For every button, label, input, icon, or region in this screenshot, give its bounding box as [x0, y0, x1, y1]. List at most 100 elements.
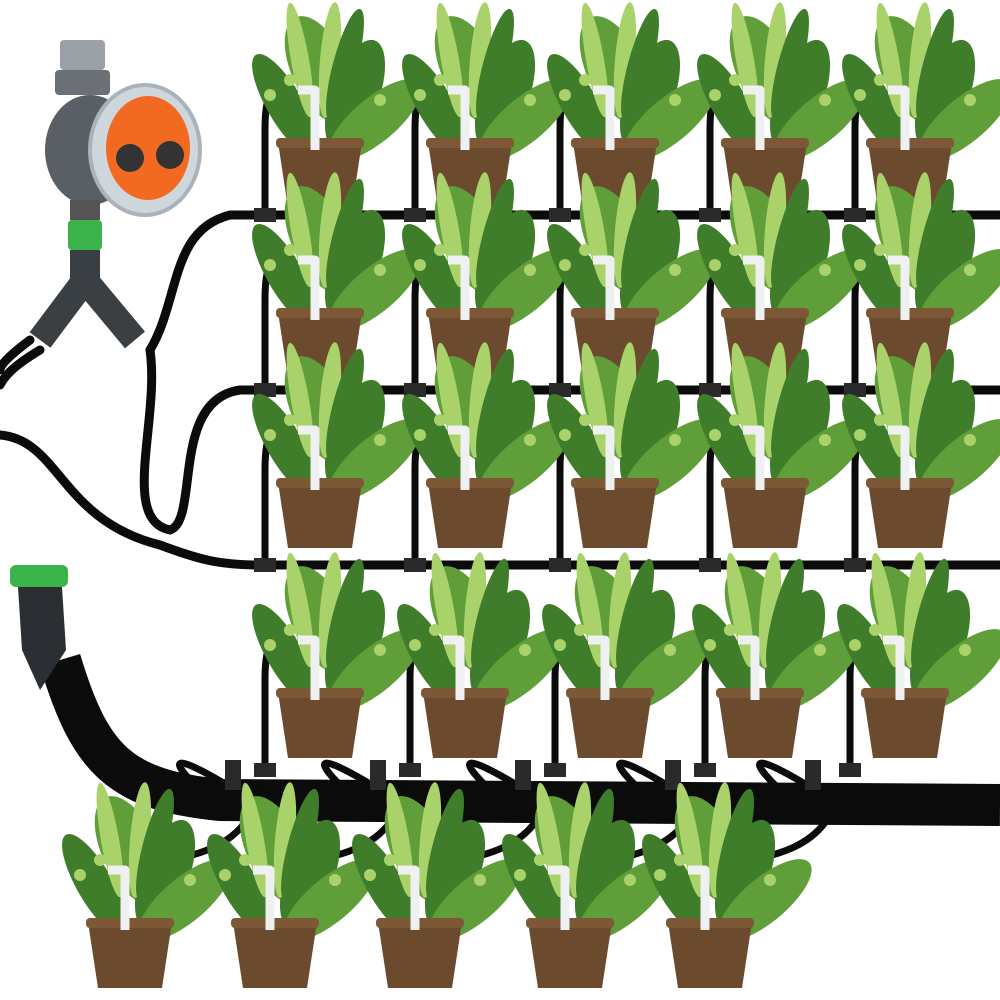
- pot: [868, 482, 952, 548]
- timer-face: [106, 96, 190, 200]
- pot-rim: [721, 478, 809, 488]
- potted-plant: [402, 342, 572, 548]
- tee-connector: [404, 208, 426, 222]
- bud: [579, 74, 591, 86]
- leaf: [769, 209, 831, 321]
- potted-plant: [842, 2, 1000, 208]
- dripper-stake: [593, 255, 615, 320]
- bud: [559, 429, 571, 441]
- leaf: [326, 348, 364, 462]
- tube-line: [0, 335, 35, 375]
- tee-connector: [225, 760, 241, 790]
- leaf: [426, 788, 464, 902]
- bud: [764, 874, 776, 886]
- leaf: [771, 178, 809, 292]
- bud: [374, 644, 386, 656]
- leaf: [252, 223, 318, 327]
- tee-connector: [699, 383, 721, 397]
- leaf: [62, 833, 128, 937]
- leaf: [207, 833, 273, 937]
- tee-connector: [399, 763, 421, 777]
- leaf: [402, 223, 468, 327]
- leaf: [842, 223, 908, 327]
- potted-plant: [502, 782, 672, 988]
- potted-plant: [692, 552, 862, 758]
- leaf: [616, 558, 654, 672]
- pot: [528, 922, 612, 988]
- dripper-stake: [593, 425, 615, 490]
- pot: [88, 922, 172, 988]
- dripper-stake: [298, 85, 320, 150]
- bud: [854, 259, 866, 271]
- bud: [414, 429, 426, 441]
- leaf: [547, 393, 613, 497]
- bud: [374, 434, 386, 446]
- tee-connector: [549, 208, 571, 222]
- bud: [374, 94, 386, 106]
- leaf: [692, 603, 758, 707]
- pot-rim: [276, 478, 364, 488]
- leaf: [771, 8, 809, 122]
- bud: [414, 259, 426, 271]
- tee-connector: [549, 383, 571, 397]
- tee-connector: [699, 208, 721, 222]
- micro-tube: [466, 759, 527, 793]
- tee-connector: [839, 763, 861, 777]
- pot: [423, 692, 507, 758]
- leaf: [326, 8, 364, 122]
- leaf: [476, 178, 514, 292]
- tee-connector: [699, 558, 721, 572]
- timer-nut: [55, 70, 110, 95]
- pot-rim: [231, 918, 319, 928]
- leaf: [716, 788, 754, 902]
- dripper-stake: [888, 85, 910, 150]
- bud: [964, 264, 976, 276]
- dripper-stake: [588, 635, 610, 700]
- leaf: [474, 379, 536, 491]
- potted-plant: [207, 782, 377, 988]
- bud: [814, 644, 826, 656]
- leaf: [542, 603, 608, 707]
- pot-rim: [426, 308, 514, 318]
- leaf: [252, 53, 318, 157]
- leaf: [324, 379, 386, 491]
- duration-dial: [116, 144, 144, 172]
- bud: [239, 854, 251, 866]
- bud: [374, 264, 386, 276]
- leaf: [402, 393, 468, 497]
- leaf: [252, 393, 318, 497]
- dripper-stake: [448, 255, 470, 320]
- dripper-stake: [593, 85, 615, 150]
- tee-connector: [844, 208, 866, 222]
- pot: [668, 922, 752, 988]
- tee-connector: [805, 760, 821, 790]
- bud: [819, 434, 831, 446]
- leaf: [914, 209, 976, 321]
- tee-connector: [544, 763, 566, 777]
- tee-connector: [515, 760, 531, 790]
- bud: [534, 854, 546, 866]
- tube-line: [145, 210, 1000, 355]
- leaf: [911, 558, 949, 672]
- potted-plant: [697, 172, 867, 378]
- leaf: [916, 8, 954, 122]
- leaf: [547, 53, 613, 157]
- leaf: [916, 348, 954, 462]
- frequency-dial: [156, 141, 184, 169]
- bud: [264, 429, 276, 441]
- leaf: [619, 39, 681, 151]
- pot: [278, 692, 362, 758]
- bud: [434, 244, 446, 256]
- leaf: [574, 819, 636, 931]
- leaf: [469, 589, 531, 701]
- leaf: [697, 53, 763, 157]
- dripper-stake: [398, 865, 420, 930]
- dripper-stake: [688, 865, 710, 930]
- pot-rim: [571, 308, 659, 318]
- pot-rim: [421, 688, 509, 698]
- pot-rim: [86, 918, 174, 928]
- bud: [704, 639, 716, 651]
- pot-rim: [426, 138, 514, 148]
- pot: [718, 692, 802, 758]
